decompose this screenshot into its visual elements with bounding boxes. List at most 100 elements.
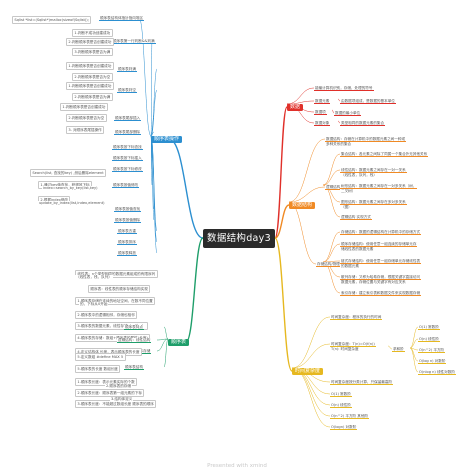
topic-node[interactable]: 3.判断顺序表是否为满 xyxy=(72,48,113,56)
topic-node[interactable]: 顺序表按值查找 xyxy=(114,207,142,213)
topic-node[interactable]: 2.判断顺序表是否为空 xyxy=(66,114,107,122)
topic-node[interactable]: 顺序表结构 xyxy=(124,365,144,371)
topic-node[interactable]: 顺序表：线性表的顺序存储结构实现 xyxy=(88,285,151,293)
topic-node[interactable]: 5.定义数组 #define MAX 5 xyxy=(75,353,126,361)
topic-node[interactable]: 顺序表按下标查找 xyxy=(112,145,143,151)
topic-node[interactable]: O(nlog n) 线性对数阶 xyxy=(418,370,456,376)
topic-node[interactable]: 数据对象 xyxy=(314,121,331,127)
topic-node[interactable]: 逻辑结构：线性结构 xyxy=(117,338,152,344)
topic-node[interactable]: 存储结构/物理结构 xyxy=(316,262,348,268)
topic-node[interactable]: （线性表，栈，队列） xyxy=(75,275,113,280)
topic-node[interactable]: 5.顺序表的长度 数组长度 xyxy=(75,365,121,373)
topic-node[interactable]: 多种关系的集合 xyxy=(325,142,353,147)
topic-node[interactable]: 2.顺序表的存储 xyxy=(105,384,132,389)
topic-node[interactable]: 3.顺序表的数据元素，线性存储（一对一） xyxy=(75,322,148,330)
topic-node[interactable]: update_by_index(list,index,element) xyxy=(38,201,106,206)
topic-node[interactable]: 2.判断顺序表是否为空 xyxy=(72,73,113,81)
topic-node[interactable]: 4.顺序表的存储：数组+顺序表的属性(长度) xyxy=(75,334,151,342)
topic-node[interactable]: O(n^2) 平方阶 xyxy=(418,348,446,354)
topic-node[interactable]: 时间复杂度：T(n)=O(f(n)) xyxy=(330,342,376,348)
topic-node[interactable]: index=search_by_key(list,key) xyxy=(42,186,99,191)
topic-node[interactable]: Sqlist *list=(Sqlist*)malloc(sizeof(Sqli… xyxy=(12,16,92,24)
topic-node[interactable]: 时间复杂度：程序的执行的时间 xyxy=(330,315,383,321)
topic-node[interactable]: 顺序表排序 xyxy=(117,240,137,246)
connector-line xyxy=(163,338,169,368)
topic-node[interactable]: 顺序表判空 xyxy=(117,88,137,94)
topic-node[interactable]: O(1) 常数阶 xyxy=(330,392,352,398)
connector-line xyxy=(138,17,152,137)
topic-node[interactable]: 顺序表按下标插入 xyxy=(112,156,143,162)
topic-node[interactable]: O(n) 线性阶 xyxy=(418,337,440,343)
topic-node[interactable]: 2.顺序表长度：顺序表第一组元素的下标 xyxy=(75,389,145,397)
branch-ds[interactable]: 数据结构 xyxy=(289,202,316,209)
topic-node[interactable]: 逻辑结构 实现方式 xyxy=(340,215,372,221)
topic-node[interactable]: 2.顺序表中的逻辑相邻，存储也相邻 xyxy=(75,311,138,319)
topic-node[interactable]: 顺序表尾部删除 xyxy=(114,130,142,136)
branch-intro[interactable]: 数据 xyxy=(287,104,304,111)
topic-node[interactable]: 线性结构：数据元素之间存在一对一关系 xyxy=(340,168,407,174)
topic-node[interactable]: 数据项 xyxy=(314,110,327,116)
topic-node[interactable]: 数据的最小单位 xyxy=(334,111,362,117)
topic-node[interactable]: （线性表，队列，栈） xyxy=(340,173,378,178)
topic-node[interactable]: 求和阶 xyxy=(392,347,405,353)
xmind-footer: Presented with xmind xyxy=(207,463,267,469)
connector-line xyxy=(288,201,317,265)
topic-node[interactable]: 顺序表释放 xyxy=(117,251,137,257)
topic-node[interactable]: 顺序表特点 xyxy=(124,325,144,331)
topic-node[interactable]: 3. 对顺序表尾插操作 xyxy=(66,126,105,134)
topic-node[interactable]: 顺序表按值删除 xyxy=(114,218,142,224)
topic-node[interactable]: O(1) 常数阶 xyxy=(418,325,440,331)
topic-node[interactable]: 链式存储结构：使用任意一组存储单元存储线性表 xyxy=(340,259,422,265)
connector-line xyxy=(409,326,419,349)
topic-node[interactable]: 图形结构：数据元素之间存在多对多关系 xyxy=(340,200,407,206)
topic-node[interactable]: 1.顺序表存储在连续的地址空间，在数不同位置 xyxy=(75,297,156,305)
topic-node[interactable]: O(n) 线性阶 xyxy=(330,403,352,409)
topic-node[interactable]: 顺序表按值修改 xyxy=(112,183,140,189)
topic-node[interactable]: 1.判断顺序表是否创建成功 xyxy=(66,62,114,70)
topic-node[interactable]: 树形结构：数据元素之间存在一对多关系（树， xyxy=(340,184,418,190)
topic-node[interactable]: 的，下标从0开始 xyxy=(79,302,109,307)
topic-node[interactable]: （图） xyxy=(340,205,353,210)
branch-cx[interactable]: 时间复杂度 xyxy=(292,368,324,375)
topic-node[interactable]: 2.判断顺序表是否创建成功 xyxy=(66,38,114,46)
topic-node[interactable]: 1.判断顺序表是否创建成功 xyxy=(60,103,108,111)
topic-node[interactable]: 时间复杂度按分类计算，只保留最高阶 xyxy=(330,380,394,386)
topic-node[interactable]: O(logn) 对数阶 xyxy=(330,425,358,431)
topic-node[interactable]: 二叉树） xyxy=(340,189,357,194)
topic-node[interactable]: 顺序表去重 xyxy=(117,229,137,235)
branch-seq[interactable]: 顺序表 xyxy=(168,339,190,346)
topic-node[interactable]: 顺序表结构体指针指向堆区 xyxy=(99,16,145,22)
topic-node[interactable]: 能输计算机识别，存储，处理的符号 xyxy=(314,86,374,92)
topic-node[interactable]: 顺序存储结构：使用任意一组连续的存储单元存 xyxy=(340,242,418,248)
connector-line xyxy=(322,243,341,263)
topic-node[interactable]: 顺序表判满 xyxy=(117,67,137,73)
topic-node[interactable]: O(n^2) 平方阶 其他阶 xyxy=(330,414,370,420)
topic-node[interactable]: 1.判断顺序表是否创建成功 xyxy=(66,82,114,90)
topic-node[interactable]: 顺序表按下标修改 xyxy=(112,167,143,173)
topic-node[interactable]: 顺序表第一行判断&&判满 xyxy=(112,39,156,45)
topic-node[interactable]: 储线性表的数据元素 xyxy=(340,247,375,252)
topic-node[interactable]: 数据元素，存储位置与关键字有对应关系 xyxy=(340,280,407,285)
topic-node[interactable]: 逻辑结构 xyxy=(325,185,342,191)
topic-node[interactable]: 1.判断不成功创建成功 xyxy=(72,29,113,37)
topic-node[interactable]: 集合结构：各元素之间除了同属一个集合外无其他关系 xyxy=(340,152,429,158)
topic-node[interactable]: O(log n) 对数阶 xyxy=(418,359,447,365)
topic-node[interactable]: 顺序表尾部插入 xyxy=(114,116,142,122)
topic-node[interactable]: 3.结构体定义 xyxy=(110,397,134,402)
topic-node[interactable]: 2.判断顺序表是否为满 xyxy=(72,93,113,101)
topic-node[interactable]: 存储结构：数据的逻辑结构在计算机中的存储方式 xyxy=(340,230,422,236)
topic-node[interactable]: 类型相同的数据元素的集合 xyxy=(340,121,386,127)
topic-node[interactable]: 数据结构：存储在计算机中的数据元素之间一种或 xyxy=(325,137,407,143)
connector-line xyxy=(322,260,341,263)
topic-node[interactable]: 由数据项组成，是数据的基本单位 xyxy=(340,99,396,105)
topic-node[interactable]: 索引存储：建立索引表和数据文件来实现数据存储 xyxy=(340,291,422,297)
topic-node[interactable]: T(n): 时间复杂度 xyxy=(330,347,360,352)
topic-node[interactable]: 散列存储：又称为哈希存储，根据关键字直接访问 xyxy=(340,275,422,281)
topic-node[interactable]: 数据元素 xyxy=(314,99,331,105)
topic-node[interactable]: 线性表：n个类型相同的数据元素组成的有限序列 xyxy=(75,270,158,278)
topic-node[interactable]: 的数据元素 xyxy=(340,264,360,269)
branch-ops[interactable]: 顺序表操作 xyxy=(151,136,183,143)
root-topic[interactable]: 数据结构day3 xyxy=(203,229,275,248)
topic-node[interactable]: Search(list, 查找的key) ,然后删除element xyxy=(30,169,107,177)
